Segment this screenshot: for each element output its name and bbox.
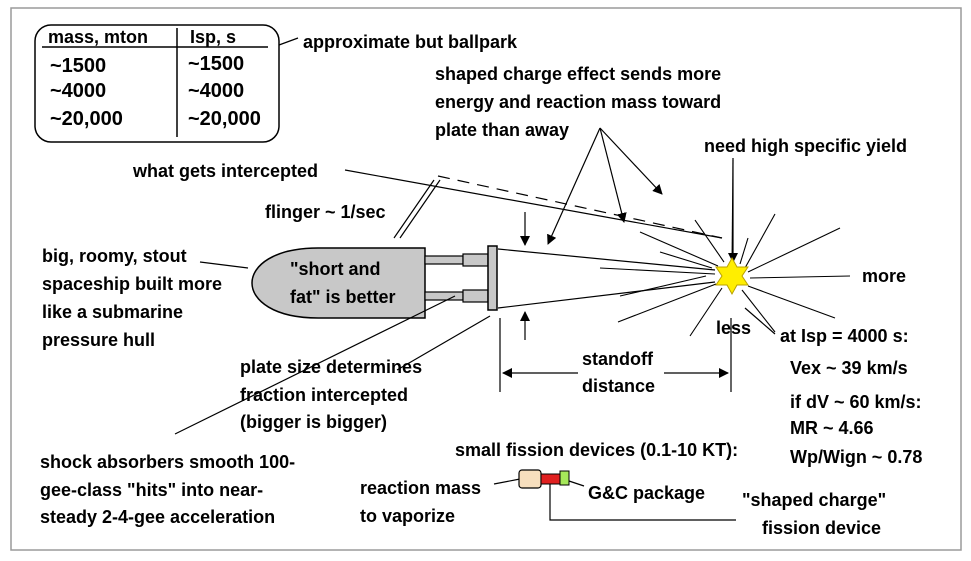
isp-calc-line-2: Vex ~ 39 km/s [790, 358, 908, 378]
spaceship-hull: "short and fat" is better [251, 247, 426, 319]
reaction-mass-line-1: reaction mass [360, 478, 481, 498]
ray [694, 219, 725, 263]
ray [619, 275, 707, 297]
ray [747, 227, 841, 273]
hull-text-line-1: "short and [290, 259, 381, 279]
standoff-line-1: standoff [582, 349, 654, 369]
plate-size-line-3: (bigger is bigger) [240, 412, 387, 432]
isp-calc-leader [744, 307, 776, 335]
shaped-arrow-1 [547, 127, 601, 245]
ray [639, 231, 719, 267]
flinger-leader-b [393, 179, 435, 239]
isp-calc-line-3: if dV ~ 60 km/s: [790, 392, 922, 412]
shaped-effect-line-3: plate than away [435, 120, 569, 140]
hull-text-line-2: fat" is better [290, 287, 396, 307]
flinger-label: flinger ~ 1/sec [265, 202, 386, 222]
table-cell-isp-3: ~20,000 [188, 108, 261, 130]
spaceship-line-4: pressure hull [42, 330, 155, 350]
table-box [34, 24, 280, 143]
shock-line-1: shock absorbers smooth 100- [40, 452, 295, 472]
intercepted-solid-line [344, 169, 723, 239]
ray [741, 289, 776, 333]
shock-rod-upper [424, 255, 464, 265]
pusher-plate [487, 245, 498, 311]
table-cell-isp-1: ~1500 [188, 53, 244, 75]
spaceship-leader [199, 261, 249, 269]
ray [749, 275, 851, 279]
isp-calc-line-1: at Isp = 4000 s: [780, 326, 909, 346]
fission-devices-label: small fission devices (0.1-10 KT): [455, 440, 738, 460]
hull-shape [251, 247, 426, 319]
shock-leader [174, 295, 456, 435]
spaceship-line-1: big, roomy, stout [42, 246, 187, 266]
ray [617, 283, 717, 323]
ray [739, 237, 749, 265]
table-header-mass: mass, mton [48, 27, 148, 47]
intercepted-dashed-line [437, 175, 723, 239]
shaped-effect-line-1: shaped charge effect sends more [435, 64, 721, 84]
shock-line-2: gee-class "hits" into near- [40, 480, 263, 500]
less-label: less [716, 318, 751, 338]
ray [689, 287, 723, 337]
more-label: more [862, 266, 906, 286]
shock-rod-lower [424, 291, 464, 301]
need-yield-label: need high specific yield [704, 136, 907, 156]
table-cell-mass-1: ~1500 [50, 55, 106, 77]
shock-rod-lower-end [462, 289, 489, 303]
cone-top [497, 248, 716, 271]
table-cell-isp-2: ~4000 [188, 80, 244, 102]
table-header-isp: Isp, s [190, 27, 236, 47]
mass-isp-table: mass, mton Isp, s ~1500 ~1500 ~4000 ~400… [34, 24, 280, 143]
table-cell-mass-2: ~4000 [50, 80, 106, 102]
table-note: approximate but ballpark [303, 32, 518, 52]
gc-package-block [559, 470, 570, 486]
spaceship-line-2: spaceship built more [42, 274, 222, 294]
reaction-mass-line-2: to vaporize [360, 506, 455, 526]
isp-calc-line-4: MR ~ 4.66 [790, 418, 874, 438]
shaped-device-line-2: fission device [762, 518, 881, 538]
flinger-leader-a [399, 179, 441, 239]
shaped-arrow-2 [599, 127, 627, 223]
shaped-arrow-3 [599, 127, 663, 195]
shaped-device-line-1: "shaped charge" [742, 490, 886, 510]
shock-line-3: steady 2-4-gee acceleration [40, 507, 275, 527]
table-cell-mass-3: ~20,000 [50, 108, 123, 130]
explosion-star-icon [715, 256, 749, 296]
gc-package-leader [568, 480, 585, 487]
fission-device-icon [518, 469, 570, 489]
table-note-leader [278, 37, 299, 46]
ray [747, 285, 836, 319]
plate-size-line-2: fraction intercepted [240, 385, 408, 405]
shaped-effect-line-2: energy and reaction mass toward [435, 92, 721, 112]
fission-core-block [540, 473, 561, 485]
outer-frame [10, 7, 962, 551]
intercepted-label: what gets intercepted [132, 161, 318, 181]
explosion-rays [599, 159, 851, 337]
ray [744, 213, 776, 269]
plate-size-line-1: plate size determines [240, 357, 422, 377]
cone-bottom [497, 281, 716, 309]
plate-size-leader [396, 315, 491, 371]
reaction-mass-block [518, 469, 542, 489]
shock-rod-upper-end [462, 253, 489, 267]
spaceship-line-3: like a submarine [42, 302, 183, 322]
reaction-mass-leader [493, 478, 521, 485]
gc-package-label: G&C package [588, 483, 705, 503]
ray [659, 251, 713, 269]
isp-calc-line-5: Wp/Wign ~ 0.78 [790, 447, 922, 467]
shaped-device-leader [549, 484, 736, 521]
standoff-line-2: distance [582, 376, 655, 396]
ray [599, 267, 716, 275]
